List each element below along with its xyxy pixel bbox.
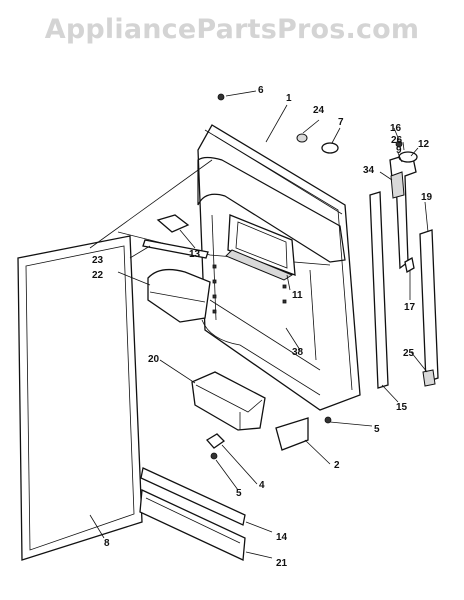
top-hinge-part (389, 151, 418, 270)
clip-part-4 (205, 433, 226, 449)
callout-label: 14 (276, 532, 288, 543)
callout-label: 15 (396, 402, 408, 413)
callout-label: 6 (258, 85, 264, 96)
hinge-pin-part (404, 256, 415, 274)
callout-label: 12 (418, 139, 430, 150)
callout-label: 26 (391, 135, 403, 146)
callout-label: 13 (189, 249, 201, 260)
dairy-door-part (147, 268, 211, 323)
callout-label: 25 (403, 348, 415, 359)
leader-lines (89, 90, 429, 559)
door-handle-part (139, 489, 246, 561)
callout-label: 17 (404, 302, 416, 313)
callout-label: 7 (338, 117, 344, 128)
callout-label: 1 (286, 93, 292, 104)
plug-part (296, 133, 339, 154)
bin-bracket-part (275, 417, 309, 451)
door-gasket-part (17, 235, 143, 561)
callout-label: 23 (92, 255, 104, 266)
shelf-bar-part (142, 239, 209, 259)
callout-labels: 1 2 4 5 5 6 7 8 9 11 12 13 14 15 16 17 1… (92, 85, 433, 569)
callout-label: 20 (148, 354, 160, 365)
callout-label: 5 (236, 488, 242, 499)
watermark-text: AppliancePartsPros.com (44, 14, 420, 45)
end-cap-part (422, 369, 436, 387)
hinge-strip-part (369, 191, 389, 389)
callout-label: 24 (313, 105, 325, 116)
callout-label: 34 (363, 165, 375, 176)
clip-part-13 (156, 214, 190, 233)
callout-label: 21 (276, 558, 288, 569)
callout-label: 19 (421, 192, 433, 203)
dairy-compartment-part (225, 214, 296, 281)
callout-label: 9 (396, 145, 402, 156)
callout-label: 8 (104, 538, 110, 549)
callout-label: 2 (334, 460, 340, 471)
callout-label: 11 (292, 290, 303, 301)
back-panel-edge (89, 159, 213, 249)
callout-label: 22 (92, 270, 104, 281)
screw-part (210, 93, 403, 460)
door-trim-part (140, 467, 246, 526)
callout-label: 4 (259, 480, 265, 491)
callout-label: 5 (374, 424, 380, 435)
callout-label: 16 (390, 123, 402, 134)
callout-label: 38 (292, 347, 304, 358)
side-trim-part (419, 229, 439, 383)
door-bin-part (191, 371, 266, 431)
